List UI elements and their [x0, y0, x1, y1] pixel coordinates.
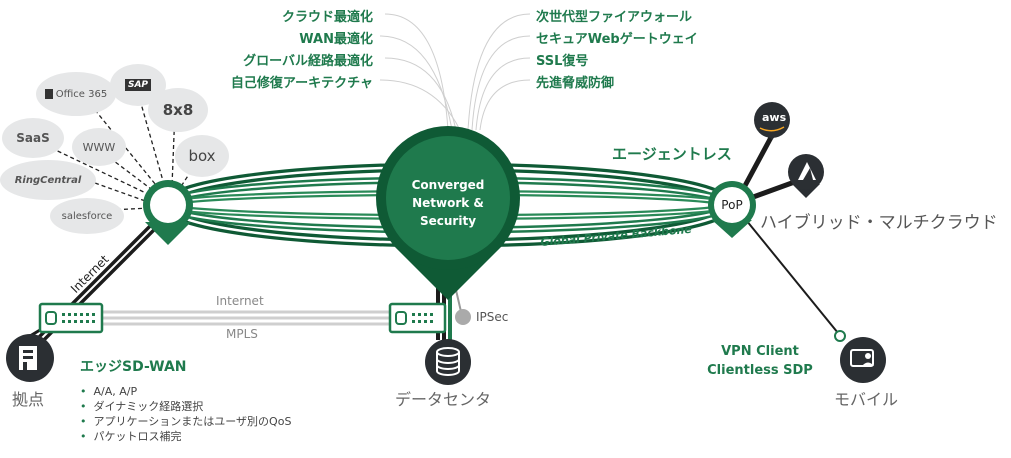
feature-connectors [379, 13, 531, 131]
edge-feature-item: A/A, A/P [80, 384, 291, 399]
pop-mobile-link [741, 214, 839, 334]
feature-wan-optimization: WAN最適化 [299, 32, 373, 47]
cloud-www: WWW [72, 128, 126, 166]
mobile-connector-dot [834, 330, 846, 342]
edge-feature-item: ダイナミック経路選択 [80, 399, 291, 414]
edge-feature-item: パケットロス補完 [80, 429, 291, 444]
edge-feature-item: アプリケーションまたはユーザ別のQoS [80, 414, 292, 429]
database-icon [425, 339, 471, 385]
hybrid-multicloud-label: ハイブリッド・マルチクラウド [760, 213, 998, 233]
pop-hub [708, 181, 756, 238]
datacenter-label: データセンタ [395, 390, 492, 409]
left-hub [143, 180, 193, 245]
site-label: 拠点 [12, 390, 45, 409]
feature-cloud-optimization: クラウド最適化 [281, 10, 373, 25]
ipsec-dot [455, 309, 471, 325]
wan-links [102, 310, 390, 326]
core-node [376, 126, 520, 300]
internet-label: Internet [216, 294, 264, 308]
mpls-label: MPLS [226, 327, 258, 341]
edge-device-datacenter [388, 302, 447, 334]
azure-icon [788, 154, 824, 198]
cloud-box: box [175, 135, 229, 177]
edge-sdwan-title: エッジSD-WAN [80, 359, 187, 375]
cloud-dashed-links [44, 99, 196, 211]
ipsec-label: IPSec [476, 310, 509, 324]
site-building-icon [6, 334, 54, 382]
edge-features-list: A/A, A/P ダイナミック経路選択 アプリケーションまたはユーザ別のQoS … [80, 384, 292, 444]
cloud-office365: Office 365 [36, 72, 116, 116]
aws-icon [754, 102, 790, 140]
feature-swg: セキュアWebゲートウェイ [536, 32, 698, 47]
feature-self-healing: 自己修復アーキテクチャ [230, 76, 373, 91]
office365-logo-icon [44, 89, 53, 99]
cloud-salesforce: salesforce [50, 198, 124, 234]
core-label: Converged Network & Security [411, 178, 485, 228]
feature-global-route-optimization: グローバル経路最適化 [243, 54, 373, 69]
mobile-label: モバイル [834, 390, 899, 409]
cloud-8x8: 8x8 [148, 88, 208, 132]
vpn-labels: VPN Client Clientless SDP [707, 344, 813, 378]
cloud-saas: SaaS [2, 118, 64, 158]
aws-label: aws [762, 111, 787, 124]
feature-threat-prevention: 先進脅威防御 [536, 76, 615, 91]
feature-ssl-decrypt: SSL復号 [536, 54, 589, 69]
sap-logo: SAP [124, 79, 152, 91]
mobile-user-icon [840, 337, 886, 383]
agentless-label: エージェントレス [612, 145, 732, 163]
feature-ngfw: 次世代型ファイアウォール [536, 10, 693, 25]
pop-label: PoP [721, 198, 743, 212]
edge-device-left [38, 302, 104, 334]
cloud-ringcentral: RingCentral [0, 160, 96, 200]
